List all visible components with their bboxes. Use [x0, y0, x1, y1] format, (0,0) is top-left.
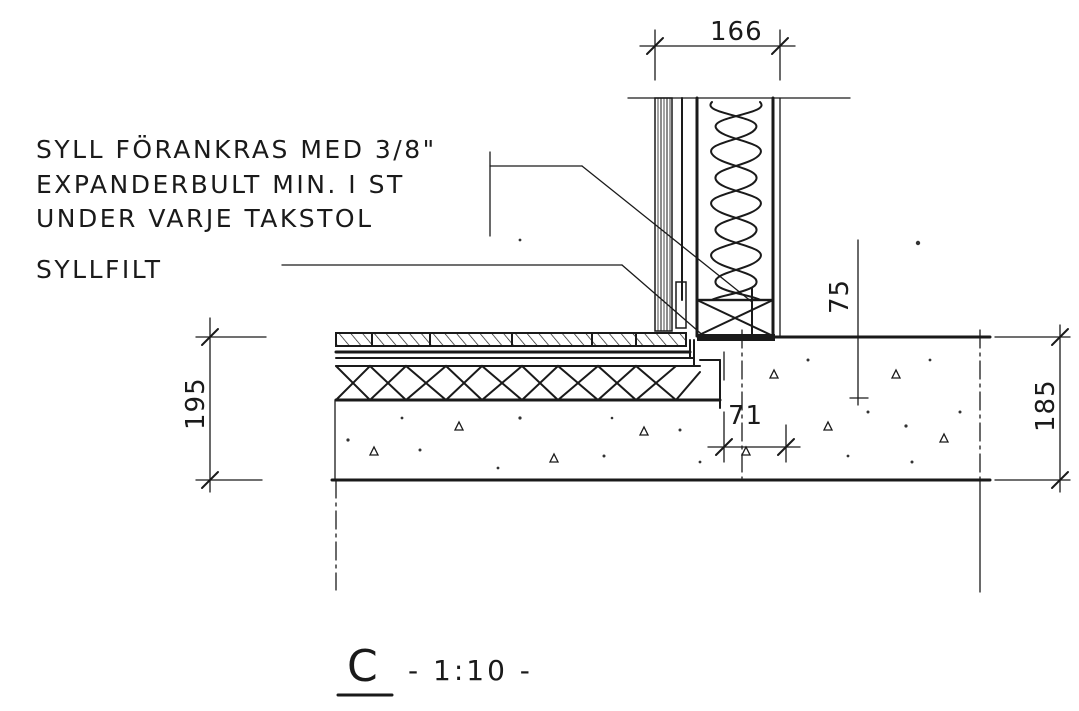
wall-cladding: [654, 97, 673, 332]
dimension-floor-depth: [195, 317, 267, 493]
insulation-board-zigzag: [335, 364, 701, 402]
dimension-slab-depth: [994, 324, 1071, 493]
note-anchor-line-1: SYLL FÖRANKRAS MED 3/8": [36, 135, 437, 164]
dim-label-wall-width: 166: [710, 17, 763, 47]
note-anchor-line-3: UNDER VARJE TAKSTOL: [36, 204, 374, 233]
note-anchor-line-2: EXPANDERBULT MIN. I ST: [36, 170, 405, 199]
dimension-offset: [707, 411, 801, 463]
dim-label-offset: 71: [728, 401, 763, 431]
floor-section: [334, 332, 722, 409]
insulation-symbol: [709, 101, 758, 301]
detail-letter: C: [347, 641, 378, 692]
sill-felt-strip: [697, 334, 775, 341]
dim-label-floor-depth: 195: [181, 377, 211, 430]
leader-lines: [281, 151, 753, 339]
note-sill-felt: SYLLFILT: [36, 255, 163, 284]
detail-scale: - 1:10 -: [408, 654, 533, 687]
dimension-step-height: [774, 239, 869, 406]
dim-label-slab-depth: 185: [1031, 379, 1061, 432]
dim-label-step-height: 75: [825, 279, 855, 314]
wall-section: [627, 96, 851, 341]
aggregate-marks: [346, 238, 962, 470]
dimension-wall-width: [639, 29, 796, 81]
